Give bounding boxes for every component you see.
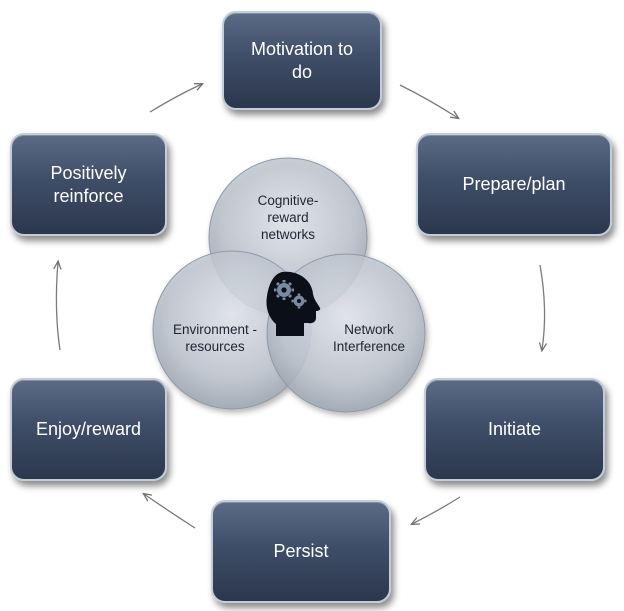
step-positively-reinforce-label: Positively reinforce — [50, 163, 127, 206]
arrow-persist-to-enjoy — [144, 494, 196, 529]
step-enjoy-reward: Enjoy/reward — [10, 378, 167, 481]
step-positively-reinforce: Positively reinforce — [10, 133, 167, 236]
head-gears-icon — [266, 271, 321, 336]
step-persist-label: Persist — [273, 541, 329, 562]
step-persist: Persist — [211, 500, 391, 603]
arrow-reinforce-to-motivation — [149, 84, 202, 113]
arrow-prepare-to-initiate — [540, 264, 545, 350]
circle-environment-label: Environment -resources — [172, 322, 258, 354]
arrow-initiate-to-persist — [412, 496, 461, 524]
step-motivation: Motivation to do — [222, 11, 382, 110]
step-prepare-plan: Prepare/plan — [416, 133, 612, 236]
circle-cognitive-label: Cognitive-reward networks — [257, 193, 319, 242]
step-motivation-label: Motivation to do — [250, 39, 354, 82]
arrow-motivation-to-prepare — [399, 84, 458, 118]
arrow-enjoy-to-reinforce — [56, 262, 60, 351]
step-enjoy-reward-label: Enjoy/reward — [35, 419, 142, 440]
step-initiate: Initiate — [424, 378, 605, 481]
step-initiate-label: Initiate — [487, 419, 542, 440]
step-prepare-plan-label: Prepare/plan — [462, 174, 566, 195]
circle-network-label: Network Interference — [332, 322, 406, 354]
